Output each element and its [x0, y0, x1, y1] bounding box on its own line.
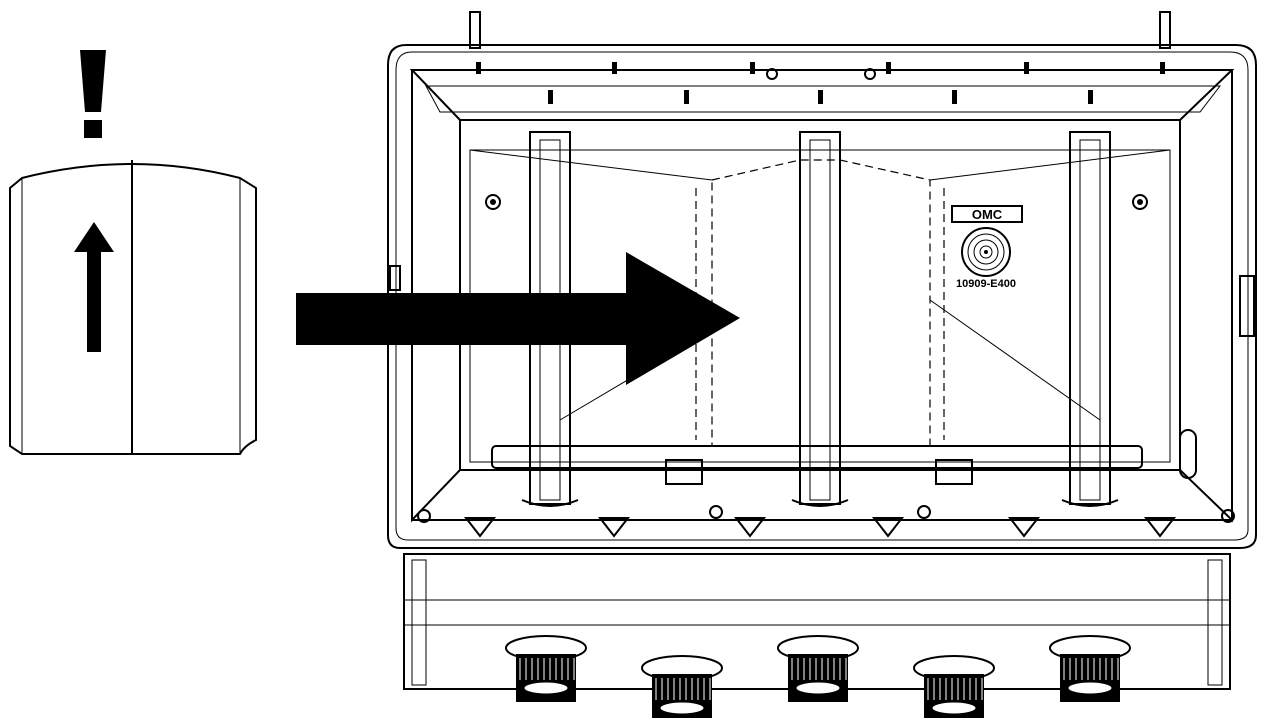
insertion-arrow-icon: [296, 252, 740, 385]
top-clips: [476, 62, 1165, 104]
enclosure: OMC 10909-E400: [387, 11, 1257, 549]
cable-glands: [505, 635, 1131, 718]
screw-icons: [417, 68, 1235, 523]
up-arrow-icon: [74, 222, 114, 352]
gland-plate: [403, 553, 1231, 690]
din-rail-left: [521, 131, 579, 507]
din-rail-center: [791, 131, 849, 507]
panel-insert: [9, 160, 257, 455]
warning-exclamation-icon: [80, 50, 106, 138]
omc-logo: OMC: [951, 205, 1023, 223]
bottom-clips: [463, 517, 1177, 538]
cable-gland-4: [913, 655, 995, 718]
din-rail-right: [1061, 131, 1119, 507]
part-number-label: 10909-E400: [956, 278, 1016, 290]
cable-gland-1: [505, 635, 587, 702]
logo-text: OMC: [972, 207, 1003, 222]
cable-gland-5: [1049, 635, 1131, 702]
fan-grill-icon: [961, 227, 1011, 277]
cable-gland-2: [641, 655, 723, 718]
cable-gland-3: [777, 635, 859, 702]
